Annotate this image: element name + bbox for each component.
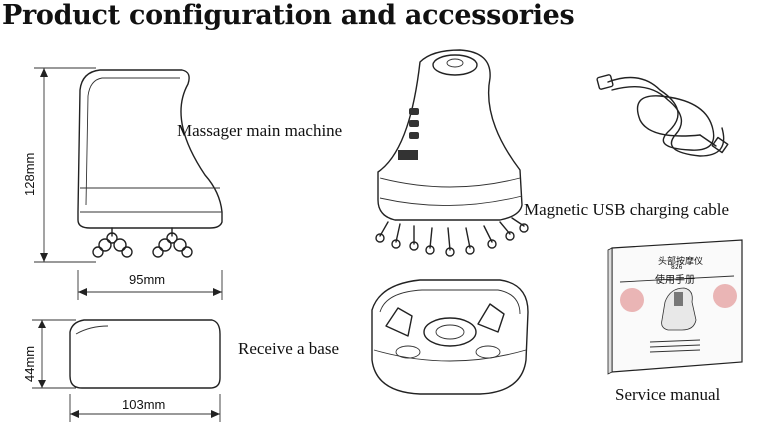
label-base: Receive a base <box>238 339 339 358</box>
base-3d-drawing <box>371 279 529 395</box>
manual-title: 头部按摩仪 <box>658 257 704 267</box>
label-main-machine: Massager main machine <box>177 121 343 140</box>
dimension-width: 95mm <box>129 272 166 287</box>
manual-model: 826 <box>671 264 683 271</box>
massager-main-machine-drawing <box>375 49 529 257</box>
dimension-height: 128mm <box>22 152 37 196</box>
manual-subtitle: 使用手册 <box>655 275 695 286</box>
usb-cable-drawing <box>596 74 729 157</box>
base-side-view-drawing <box>32 319 221 422</box>
dimension-base-width: 103mm <box>122 397 166 412</box>
label-manual: Service manual <box>615 385 721 404</box>
massager-side-view-drawing <box>34 67 223 300</box>
label-cable: Magnetic USB charging cable <box>524 200 730 219</box>
dimension-base-height: 44mm <box>22 345 37 382</box>
page-title: Product configuration and accessories <box>2 0 575 31</box>
service-manual-drawing <box>607 239 743 375</box>
